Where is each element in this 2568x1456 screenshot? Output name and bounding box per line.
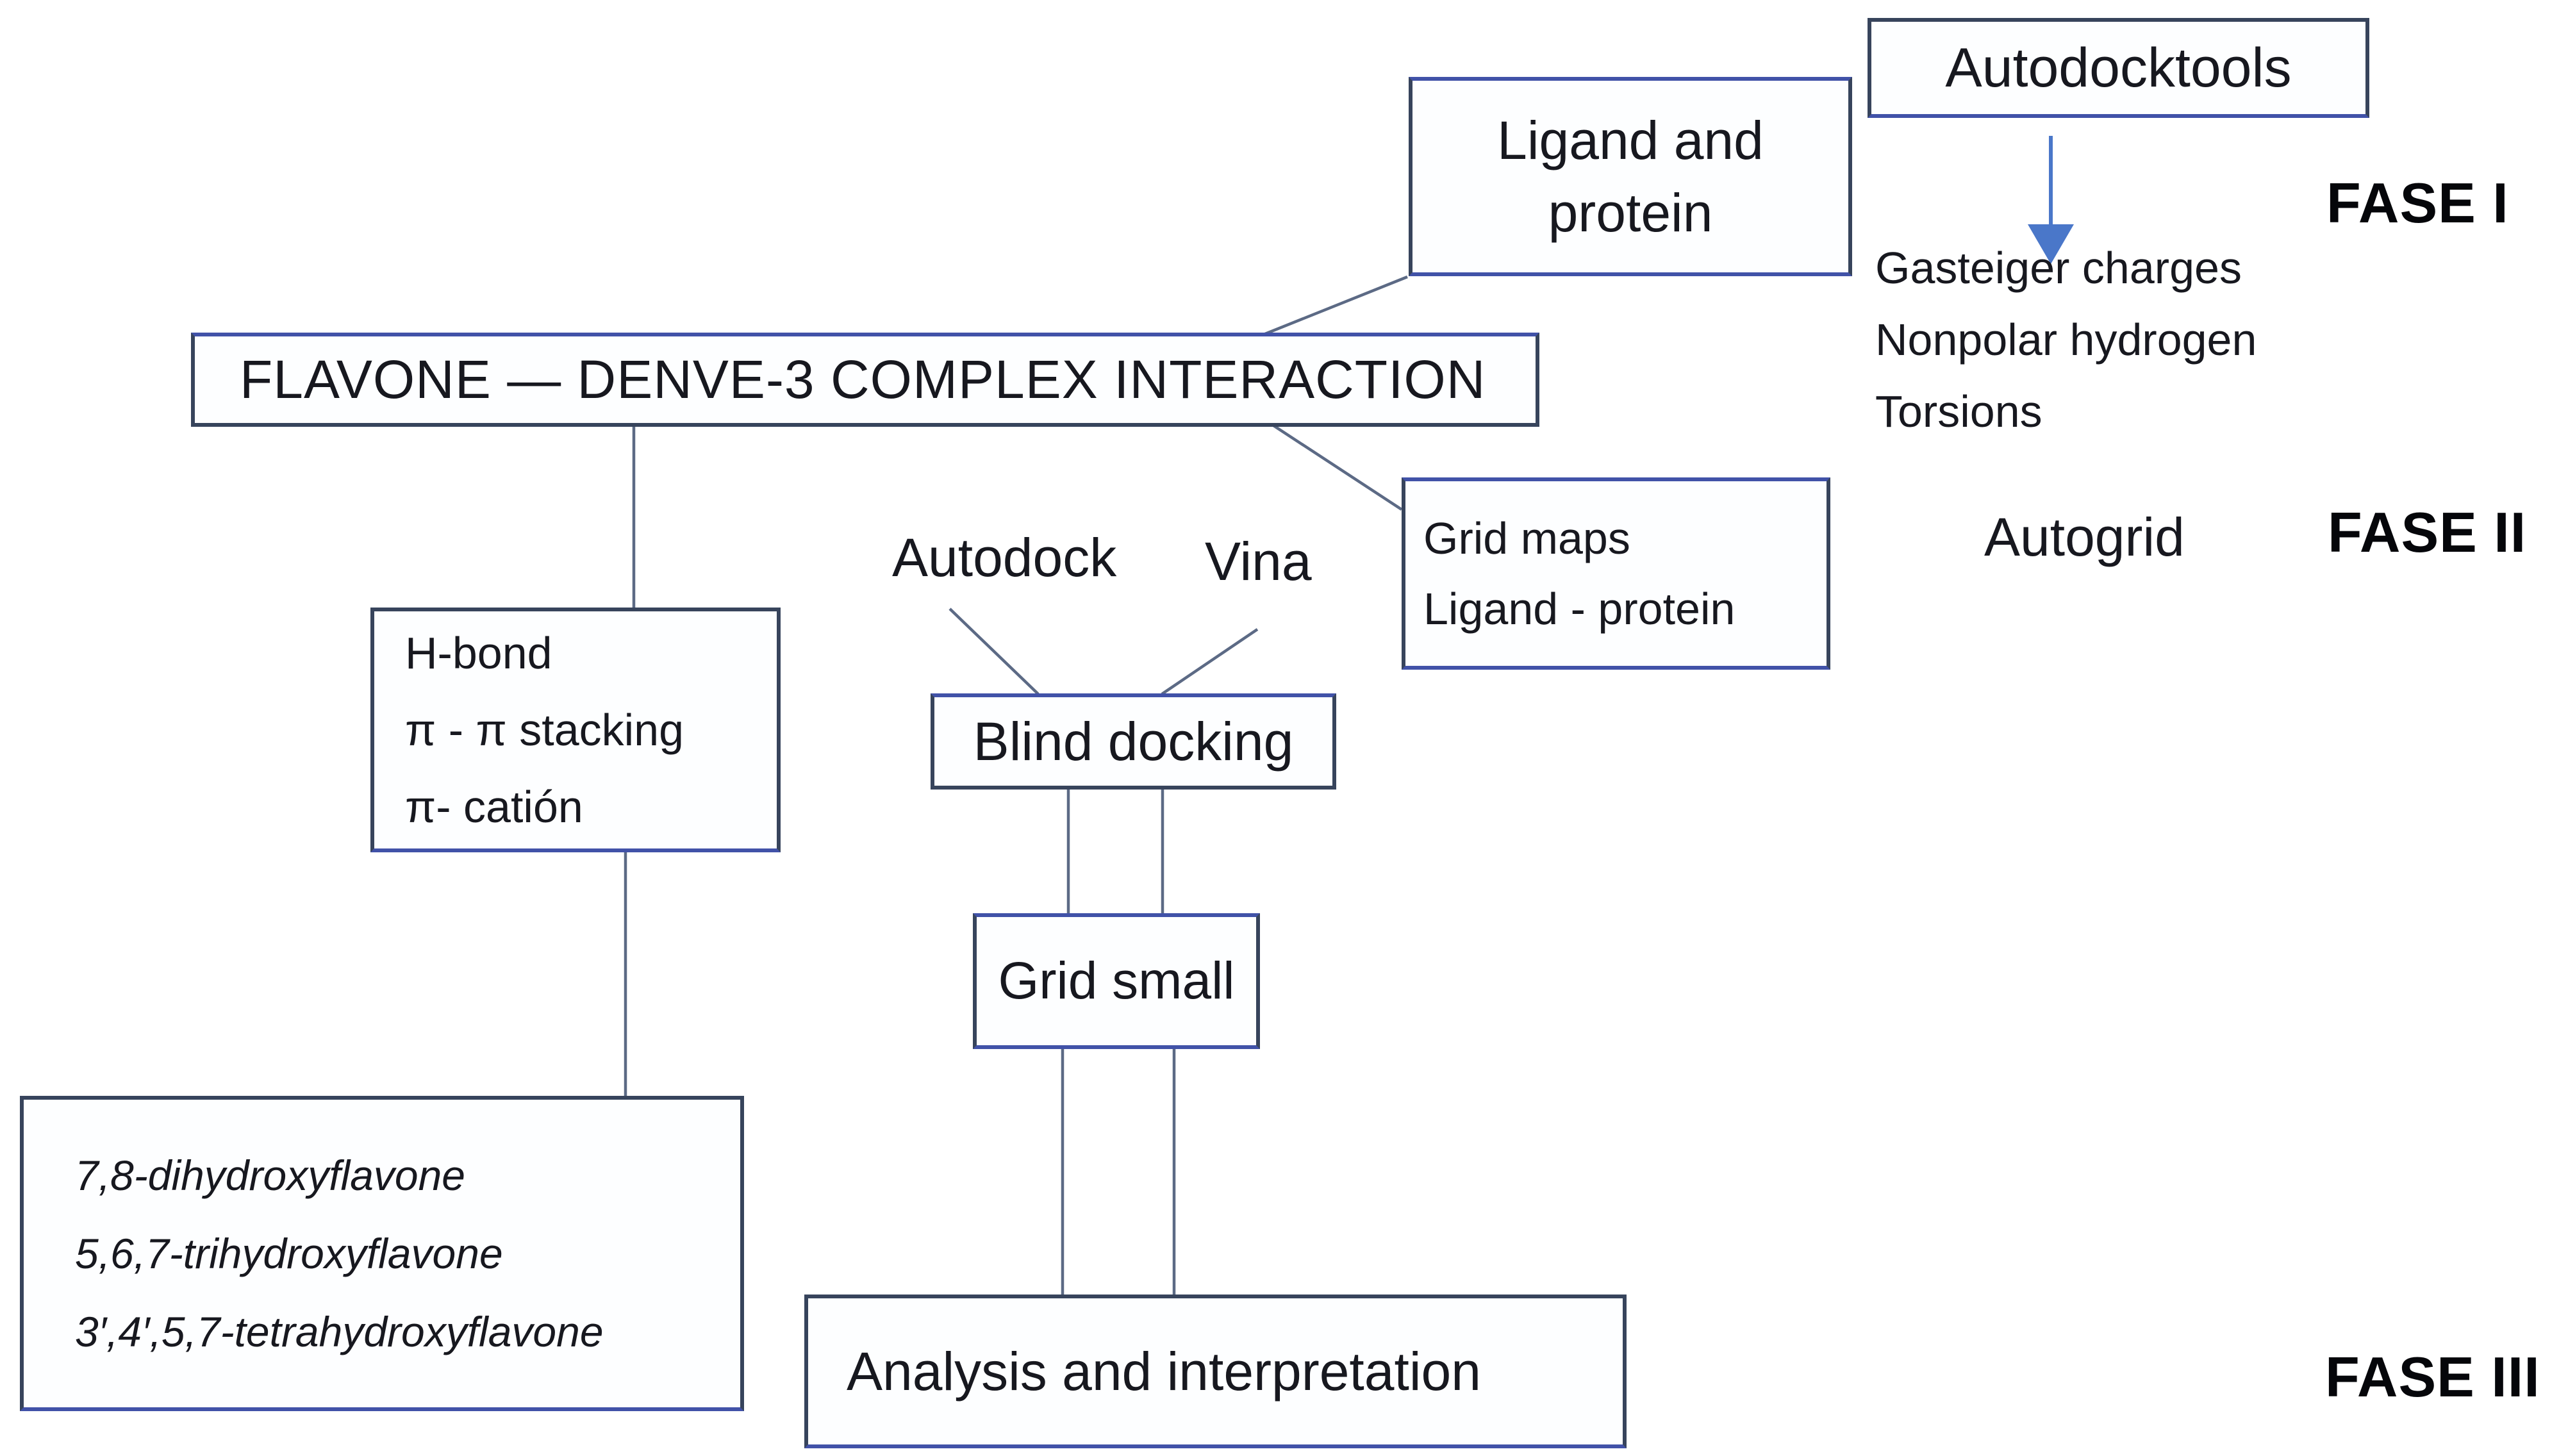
ligand-protein-line: Ligand and: [1497, 110, 1764, 170]
arrow-down-icon: [2028, 136, 2074, 264]
ligand-prep-steps: Gasteiger charges Nonpolar hydrogen Tors…: [1875, 232, 2257, 447]
prep-step: Nonpolar hydrogen: [1875, 315, 2257, 365]
box-autodocktools: Autodocktools: [1868, 18, 2369, 118]
grid-maps-line: Ligand - protein: [1423, 584, 1735, 634]
label-autogrid: Autogrid: [1984, 507, 2185, 567]
box-flavonoid-list: 7,8-dihydroxyflavone 5,6,7-trihydroxyfla…: [20, 1096, 744, 1411]
flavonoid-line: 5,6,7-trihydroxyflavone: [75, 1230, 503, 1277]
box-analysis-interpretation: Analysis and interpretation: [804, 1295, 1627, 1448]
box-grid-maps: Grid maps Ligand - protein: [1402, 477, 1830, 670]
ligand-protein-line: protein: [1548, 182, 1713, 243]
prep-step: Gasteiger charges: [1875, 243, 2242, 293]
interaction-line: π- catión: [405, 782, 583, 832]
prep-step: Torsions: [1875, 386, 2042, 436]
flavone-title-label: FLAVONE — DENVE-3 COMPLEX INTERACTION: [240, 349, 1486, 410]
box-interactions: H-bond π - π stacking π- catión: [370, 608, 781, 852]
label-fase-ii: FASE II: [2328, 500, 2527, 564]
analysis-label: Analysis and interpretation: [847, 1341, 1481, 1402]
grid-small-label: Grid small: [998, 952, 1235, 1010]
blind-docking-label: Blind docking: [973, 711, 1294, 772]
label-vina: Vina: [1205, 531, 1312, 592]
connector-vina-to-blind-docking: [1161, 628, 1259, 695]
connector-autodock-to-blind-docking: [949, 608, 1040, 695]
autodocktools-label: Autodocktools: [1945, 37, 2292, 99]
label-fase-iii: FASE III: [2325, 1345, 2540, 1409]
connector-ligand-to-flavone: [1264, 275, 1408, 336]
box-ligand-and-protein: Ligand and protein: [1409, 77, 1852, 276]
label-fase-i: FASE I: [2326, 171, 2509, 235]
box-blind-docking: Blind docking: [931, 693, 1336, 790]
box-grid-small: Grid small: [973, 913, 1260, 1049]
flavonoid-line: 7,8-dihydroxyflavone: [75, 1152, 466, 1199]
box-flavone-denve3-title: FLAVONE — DENVE-3 COMPLEX INTERACTION: [191, 333, 1539, 427]
interaction-line: π - π stacking: [405, 705, 684, 755]
grid-maps-line: Grid maps: [1423, 513, 1630, 563]
connector-flavone-to-gridmaps: [1272, 424, 1403, 511]
label-autodock: Autodock: [892, 527, 1117, 588]
interaction-line: H-bond: [405, 628, 552, 678]
flavonoid-line: 3′,4′,5,7-tetrahydroxyflavone: [75, 1308, 604, 1355]
